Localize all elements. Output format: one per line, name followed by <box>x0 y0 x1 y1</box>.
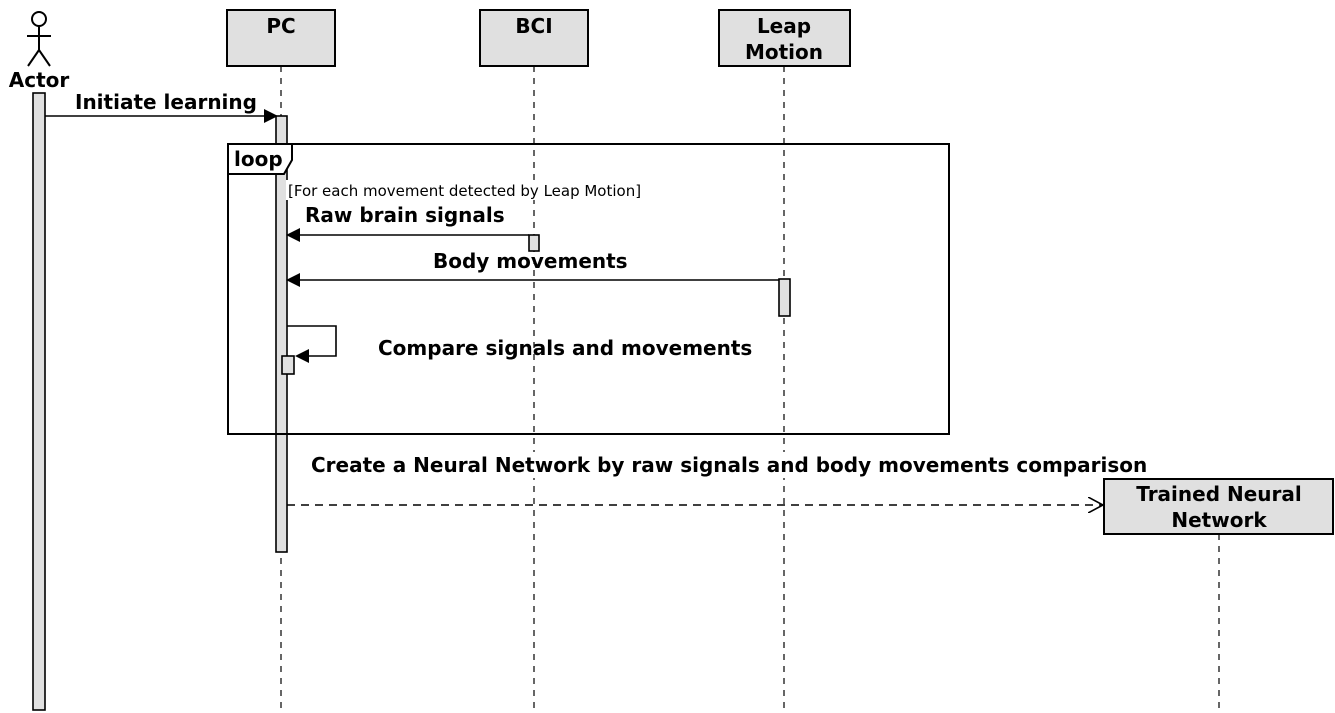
trained-network-label-line1: Trained Neural <box>1136 482 1302 506</box>
leap-motion-box <box>718 9 851 67</box>
bci-box <box>479 9 589 67</box>
actor-activation <box>32 92 46 711</box>
loop-operator-label: loop <box>234 147 283 171</box>
pc-box <box>226 9 336 67</box>
compare-self-arrow <box>287 325 337 363</box>
pc-activation <box>275 115 288 553</box>
bci-activation <box>528 234 540 252</box>
leap-motion-activation <box>778 278 791 317</box>
compare-activation <box>281 355 295 375</box>
trained-network-label-line2: Network <box>1171 508 1267 532</box>
body-movements-label: Body movements <box>433 249 628 273</box>
initiate-learning-label: Initiate learning <box>75 90 257 114</box>
trained-network-box <box>1103 478 1334 535</box>
actor-icon <box>27 11 51 67</box>
bci-label: BCI <box>515 14 552 38</box>
actor-label: Actor <box>9 68 70 92</box>
leap-motion-label-line1: Leap <box>757 14 811 38</box>
create-network-label: Create a Neural Network by raw signals a… <box>311 453 1147 477</box>
pc-label: PC <box>266 14 295 38</box>
raw-brain-signals-label: Raw brain signals <box>305 203 505 227</box>
compare-label: Compare signals and movements <box>378 336 752 360</box>
loop-guard-label: [For each movement detected by Leap Moti… <box>288 182 641 200</box>
loop-fragment <box>227 143 950 435</box>
leap-motion-label-line2: Motion <box>745 40 823 64</box>
loop-operator-tab <box>227 143 293 175</box>
